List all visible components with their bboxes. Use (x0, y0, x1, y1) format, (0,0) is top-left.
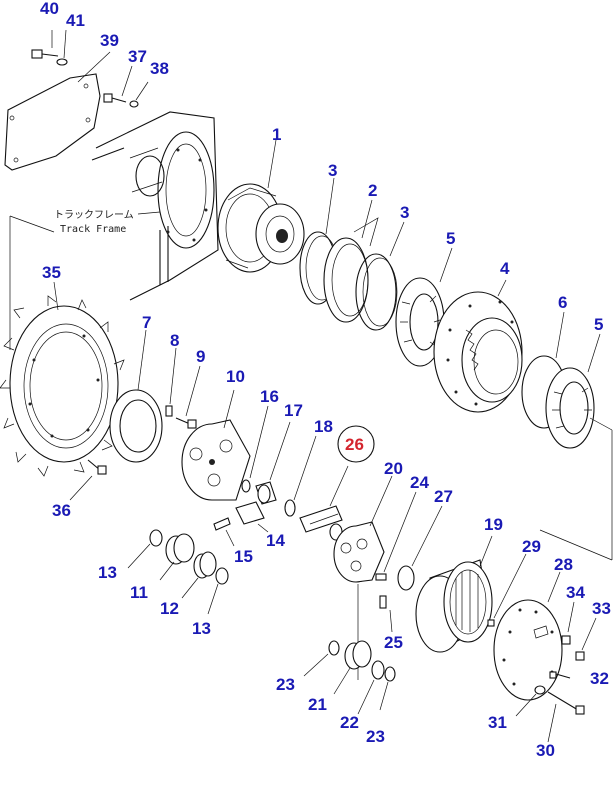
part-32-bolt (549, 671, 571, 679)
callout-33: 33 (592, 599, 611, 618)
part-21-gear (333, 640, 372, 695)
callout-34: 34 (566, 583, 585, 602)
callout-7: 7 (142, 313, 151, 332)
svg-text:トラックフレーム: トラックフレーム (54, 209, 134, 221)
part-37-bolt (103, 65, 133, 103)
part-27-ring (397, 505, 443, 591)
part-9-bolt (175, 365, 201, 429)
callout-35: 35 (42, 263, 61, 282)
callout-30: 30 (536, 741, 555, 760)
callout-5b: 5 (594, 315, 603, 334)
callout-24: 24 (410, 473, 429, 492)
part-16-pin (241, 405, 269, 493)
callout-19: 19 (484, 515, 503, 534)
callout-4: 4 (500, 259, 510, 278)
callout-40: 40 (40, 0, 59, 18)
callout-1: 1 (272, 125, 281, 144)
part-8-washer (165, 347, 177, 417)
part-36-bolt (69, 459, 107, 501)
part-12-gear (181, 551, 217, 599)
part-40-bolt (31, 30, 59, 59)
part-41-washer (56, 29, 68, 66)
part-38-washer (129, 81, 149, 108)
callout-38: 38 (150, 59, 169, 78)
callout-25: 25 (384, 633, 403, 652)
part-25-pin (379, 595, 393, 633)
part-13-washer-b (207, 567, 229, 615)
callout-2: 2 (368, 181, 377, 200)
part-29-plug (487, 553, 527, 627)
callout-21: 21 (308, 695, 327, 714)
part-10-carrier (181, 389, 251, 501)
part-5-bearing-a (395, 247, 453, 367)
callout-15: 15 (234, 547, 253, 566)
callout-39: 39 (100, 31, 119, 50)
part-13-washer-a (127, 529, 163, 569)
part-34-plug (561, 601, 575, 645)
callout-9: 9 (196, 347, 205, 366)
part-22-gear (357, 660, 385, 715)
part-20-sun-gear (333, 475, 393, 680)
callout-23b: 23 (366, 727, 385, 746)
callout-11: 11 (130, 583, 148, 602)
callout-8: 8 (170, 331, 179, 350)
part-23-washer-a (303, 640, 340, 677)
part-30-bolt (547, 691, 585, 743)
callout-3a: 3 (328, 161, 337, 180)
part-31-washer (515, 685, 546, 717)
callout-41: 41 (66, 11, 85, 30)
callout-28: 28 (554, 555, 573, 574)
part-35-sprocket (0, 216, 127, 477)
part-14-shaft (235, 501, 269, 533)
track-frame-housing (91, 111, 219, 301)
part-15-pin (213, 517, 235, 547)
callout-17: 17 (284, 401, 303, 420)
callout-37: 37 (128, 47, 147, 66)
callout-22: 22 (340, 713, 359, 732)
callout-3b: 3 (400, 203, 409, 222)
part-3-seal-b (355, 221, 405, 331)
callout-31: 31 (488, 713, 507, 732)
callout-18: 18 (314, 417, 333, 436)
callout-12: 12 (160, 599, 179, 618)
callout-5a: 5 (446, 229, 455, 248)
callout-23a: 23 (276, 675, 295, 694)
part-11-gear (159, 533, 195, 581)
callout-16: 16 (260, 387, 279, 406)
part-5-bearing-b (545, 333, 601, 449)
part-24-pin (375, 491, 417, 581)
callout-13b: 13 (192, 619, 211, 638)
part-23-washer-b (379, 666, 396, 711)
callout-14: 14 (266, 531, 285, 550)
part-1-motor (217, 139, 305, 273)
part-17-bushing (255, 421, 291, 505)
track-frame-annotation: トラックフレーム Track Frame (9, 209, 161, 235)
callout-26-highlighted: 26 (345, 435, 364, 454)
part-18-snap-ring (284, 435, 317, 517)
callouts: 40 41 39 37 38 1 3 2 3 5 4 6 5 35 7 8 9 … (40, 0, 611, 760)
callout-10: 10 (226, 367, 245, 386)
callout-27: 27 (434, 487, 453, 506)
part-39-cover (4, 51, 111, 171)
callout-6: 6 (558, 293, 567, 312)
part-2-floating-seal (323, 199, 379, 323)
part-33-bolt (575, 617, 597, 661)
part-28-cover (493, 571, 563, 701)
part-19-ring-gear (415, 535, 493, 653)
part-7-gasket (109, 329, 163, 463)
part-4-hub (433, 279, 523, 413)
callout-29: 29 (522, 537, 541, 556)
callout-36: 36 (52, 501, 71, 520)
callout-13a: 13 (98, 563, 117, 582)
svg-text:Track Frame: Track Frame (60, 224, 126, 235)
callout-20: 20 (384, 459, 403, 478)
callout-32: 32 (590, 669, 609, 688)
